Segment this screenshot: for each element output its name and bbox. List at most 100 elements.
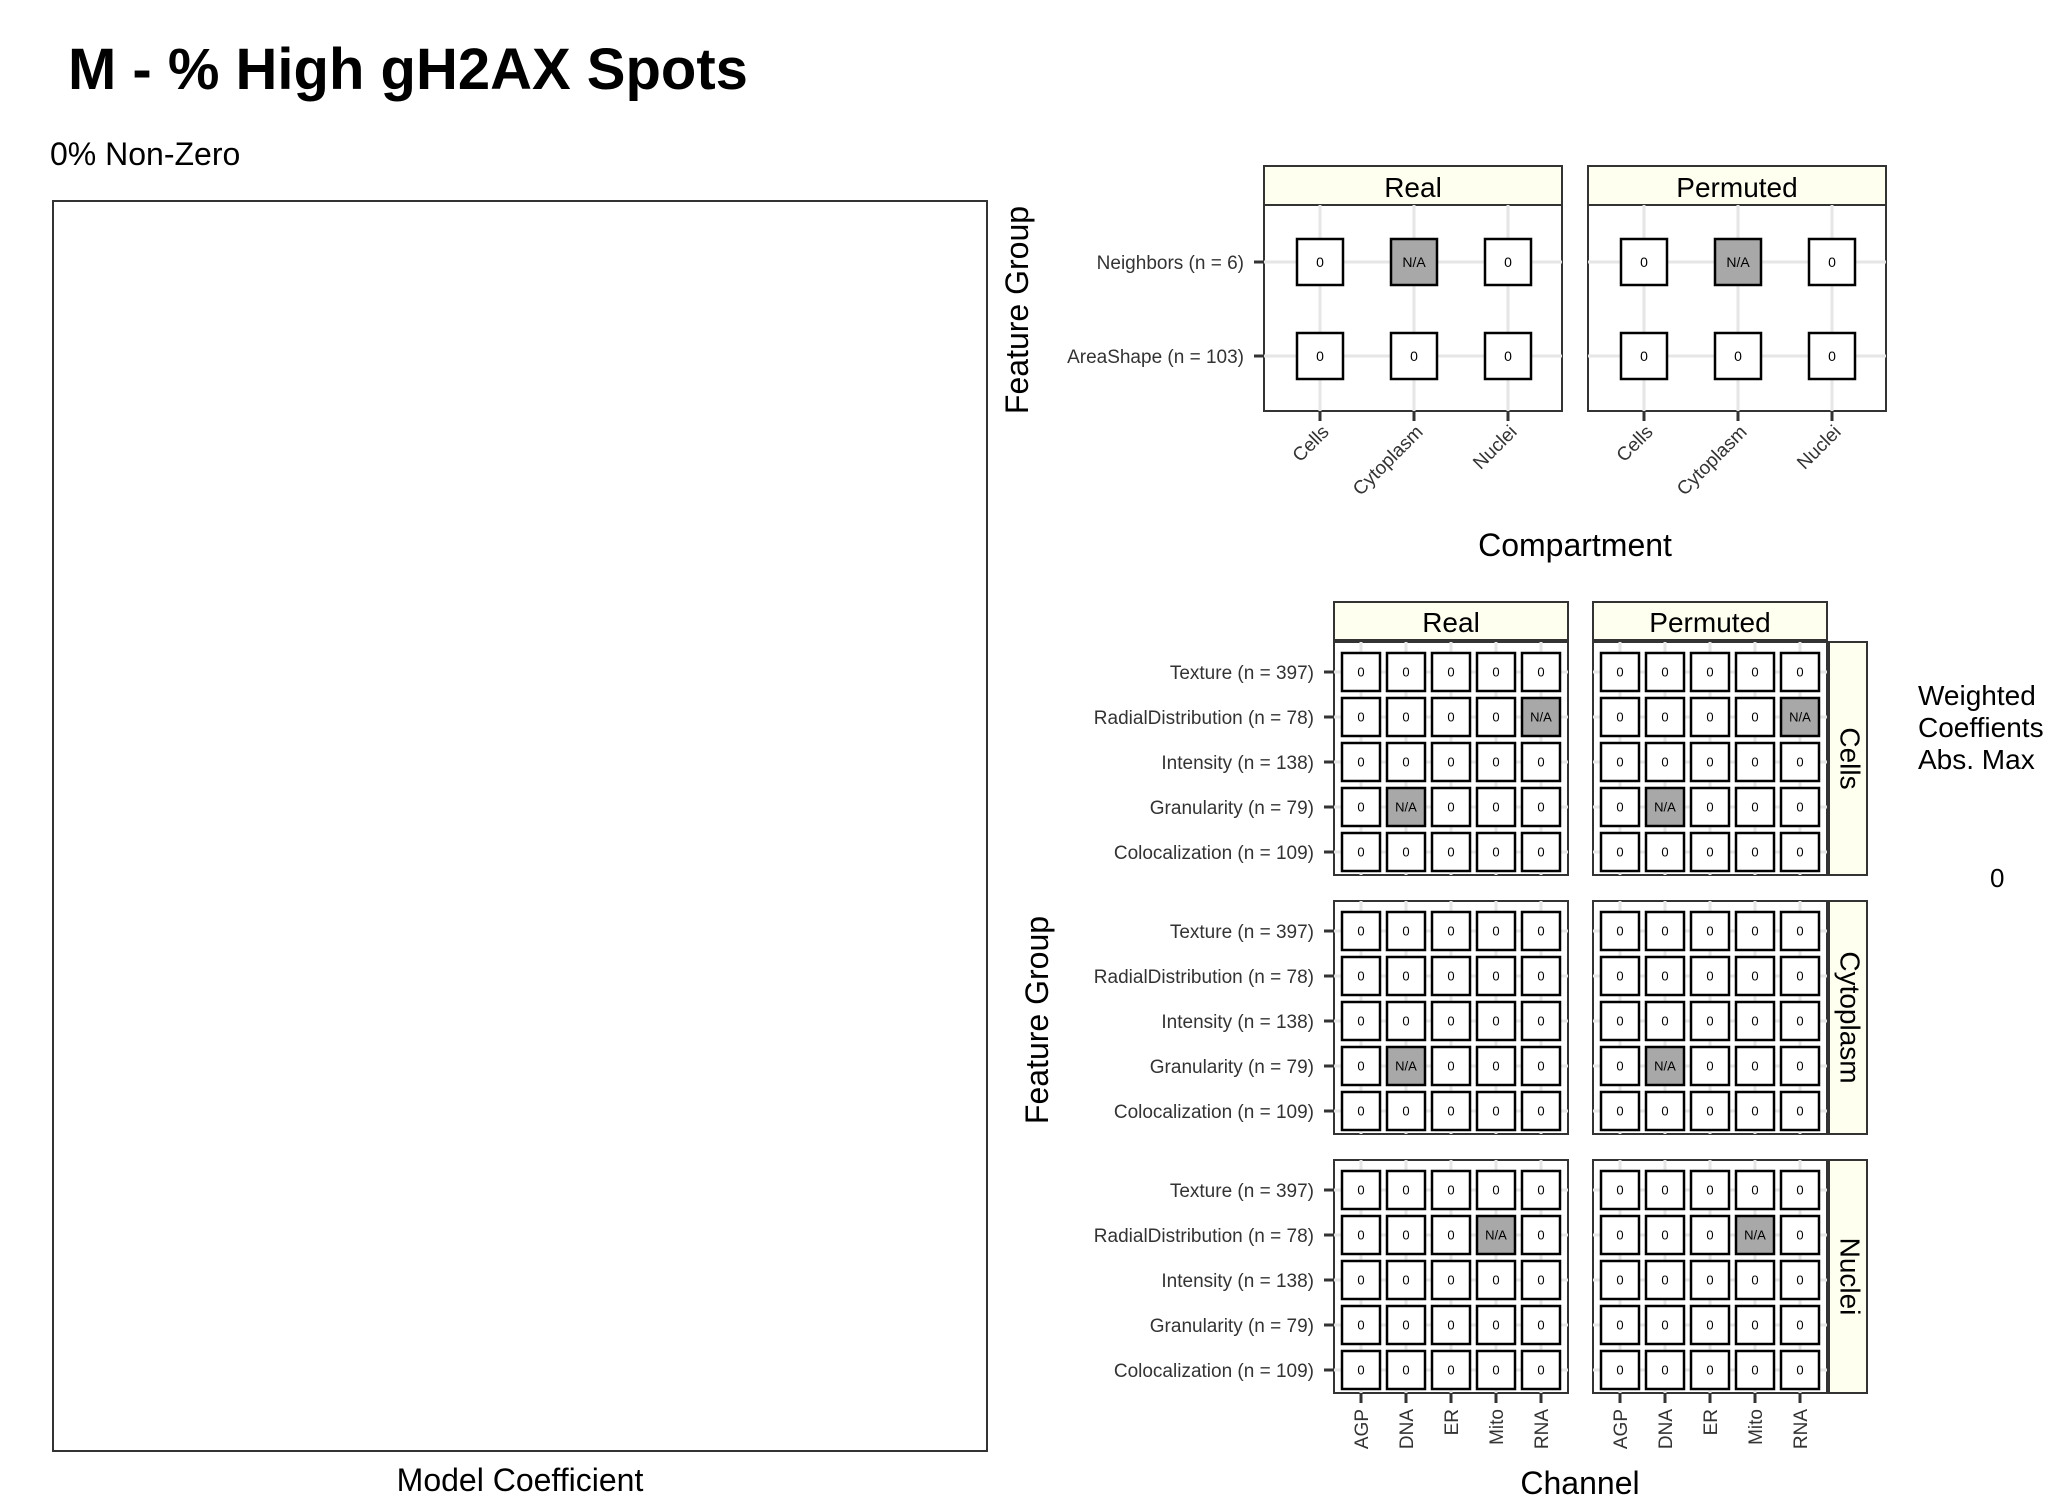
heatmap-tile <box>1734 1259 1776 1301</box>
tile-label: 0 <box>1537 1183 1544 1198</box>
tile-label: 0 <box>1661 755 1668 770</box>
tile-label: 0 <box>1402 924 1409 939</box>
heatmap-tile <box>1779 1000 1821 1042</box>
tile-label: 0 <box>1706 710 1713 725</box>
x-axis-label: Compartment <box>1478 527 1672 563</box>
heatmap-tile <box>1520 651 1562 693</box>
legend-title: Weighted Coeffients Abs. Max <box>1918 680 2044 776</box>
tile-label: 0 <box>1357 1363 1364 1378</box>
tile-label: 0 <box>1357 1273 1364 1288</box>
tile-label: 0 <box>1492 845 1499 860</box>
tile-label: 0 <box>1537 1059 1544 1074</box>
heatmap-tile <box>1430 1169 1472 1211</box>
tile-label: 0 <box>1357 1318 1364 1333</box>
x-tick-label: RNA <box>1791 1409 1812 1449</box>
tile-label: 0 <box>1492 710 1499 725</box>
tile-label: 0 <box>1616 845 1623 860</box>
y-tick-label: RadialDistribution (n = 78) <box>1094 1226 1314 1247</box>
heatmap-tile <box>1644 1045 1686 1087</box>
y-tick-label: Colocalization (n = 109) <box>1114 1361 1314 1382</box>
tile-label: 0 <box>1734 348 1742 364</box>
tile-label: 0 <box>1402 1183 1409 1198</box>
tile-label: 0 <box>1492 924 1499 939</box>
heatmap-tile <box>1644 651 1686 693</box>
heatmap-tile <box>1599 651 1641 693</box>
heatmap-tile <box>1475 741 1517 783</box>
tile-label: 0 <box>1402 1273 1409 1288</box>
tile-label: 0 <box>1616 1014 1623 1029</box>
tile-label: 0 <box>1796 1104 1803 1119</box>
tile-label: 0 <box>1616 665 1623 680</box>
heatmap-tile <box>1689 696 1731 738</box>
heatmap-tile <box>1689 1259 1731 1301</box>
tile-label: 0 <box>1751 800 1758 815</box>
tile-label: 0 <box>1616 1059 1623 1074</box>
heatmap-tile <box>1475 651 1517 693</box>
heatmap-tile <box>1689 1045 1731 1087</box>
tile-label: 0 <box>1796 1014 1803 1029</box>
tile-label: 0 <box>1796 1273 1803 1288</box>
heatmap-tile <box>1340 910 1382 952</box>
heatmap-tile <box>1689 1090 1731 1132</box>
tile-label: 0 <box>1706 1228 1713 1243</box>
y-axis-label: Feature Group <box>999 206 1035 414</box>
heatmap-tile <box>1689 786 1731 828</box>
tile-label: 0 <box>1357 1059 1364 1074</box>
tile-label: 0 <box>1751 710 1758 725</box>
heatmap-tile <box>1807 331 1857 381</box>
heatmap-tile <box>1689 831 1731 873</box>
tile-label: 0 <box>1706 1104 1713 1119</box>
y-tick-label: Intensity (n = 138) <box>1161 1271 1314 1292</box>
tile-label: N/A <box>1395 1059 1417 1074</box>
heatmap-tile <box>1644 1169 1686 1211</box>
y-tick-label: Intensity (n = 138) <box>1161 753 1314 774</box>
heatmap-tile <box>1385 741 1427 783</box>
tile-label: N/A <box>1654 800 1676 815</box>
heatmap-tile <box>1644 1304 1686 1346</box>
heatmap-tile <box>1689 741 1731 783</box>
tile-label: 0 <box>1402 1318 1409 1333</box>
tile-label: 0 <box>1828 348 1836 364</box>
tile-label: 0 <box>1402 845 1409 860</box>
heatmap-tile <box>1644 831 1686 873</box>
tile-label: 0 <box>1796 665 1803 680</box>
heatmap-tile <box>1734 1045 1776 1087</box>
heatmap-tile <box>1340 741 1382 783</box>
heatmap-tile <box>1385 1090 1427 1132</box>
x-tick-label: Cytoplasm <box>1349 422 1427 500</box>
coefficient-x-axis-label: Model Coefficient <box>396 1462 644 1498</box>
heatmap-tile <box>1520 1304 1562 1346</box>
tile-label: 0 <box>1537 1014 1544 1029</box>
tile-label: 0 <box>1357 924 1364 939</box>
tile-label: 0 <box>1661 1014 1668 1029</box>
tile-label: 0 <box>1447 1363 1454 1378</box>
tile-label: 0 <box>1357 1104 1364 1119</box>
tile-label: 0 <box>1492 1104 1499 1119</box>
heatmap-tile <box>1734 786 1776 828</box>
tile-label: 0 <box>1706 845 1713 860</box>
heatmap-tile <box>1520 696 1562 738</box>
row-facet-strip-label: Cytoplasm <box>1835 951 1866 1083</box>
y-tick-label: Granularity (n = 79) <box>1150 1316 1314 1337</box>
tile-label: 0 <box>1402 710 1409 725</box>
tile-label: 0 <box>1751 1363 1758 1378</box>
heatmap-tile <box>1483 237 1533 287</box>
tile-label: 0 <box>1537 1228 1544 1243</box>
tile-label: 0 <box>1357 800 1364 815</box>
page-subtitle: 0% Non-Zero <box>50 136 241 172</box>
y-tick-label: Granularity (n = 79) <box>1150 798 1314 819</box>
heatmap-tile <box>1644 786 1686 828</box>
coefficient-plot-panel <box>52 200 988 1452</box>
heatmap-tile <box>1340 1000 1382 1042</box>
heatmap-tile <box>1779 1304 1821 1346</box>
y-tick-label: Neighbors (n = 6) <box>1097 253 1244 274</box>
heatmap-tile <box>1689 1214 1731 1256</box>
x-tick-label: AGP <box>1611 1409 1632 1449</box>
tile-label: 0 <box>1706 969 1713 984</box>
heatmap-tile <box>1340 1045 1382 1087</box>
tile-label: 0 <box>1316 254 1324 270</box>
heatmap-tile <box>1483 331 1533 381</box>
heatmap-tile <box>1734 1169 1776 1211</box>
heatmap-tile <box>1340 696 1382 738</box>
